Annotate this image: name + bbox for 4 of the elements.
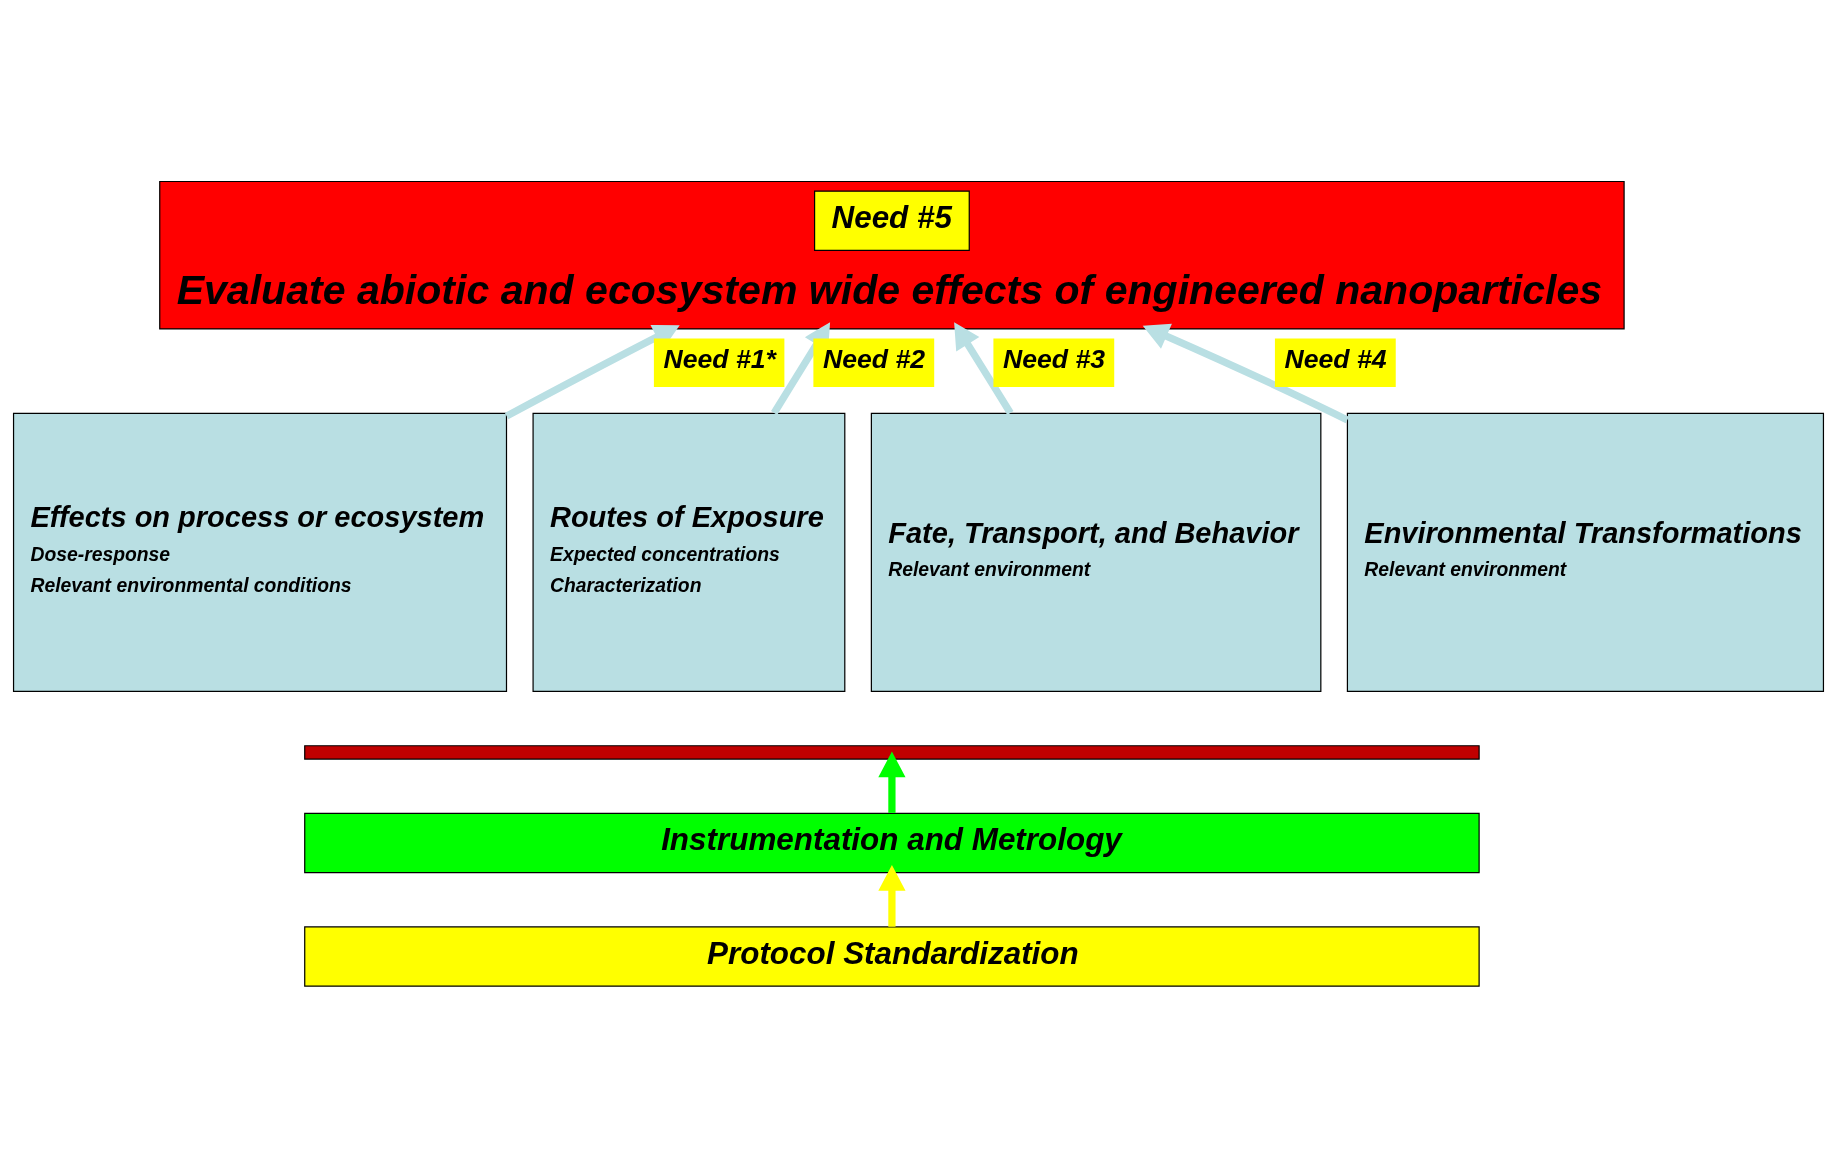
edge-label: Need #2 (823, 343, 925, 374)
edge-label: Need #4 (1284, 343, 1387, 374)
edge-label: Need #1* (663, 343, 776, 374)
edge-label: Need #3 (1003, 343, 1106, 374)
